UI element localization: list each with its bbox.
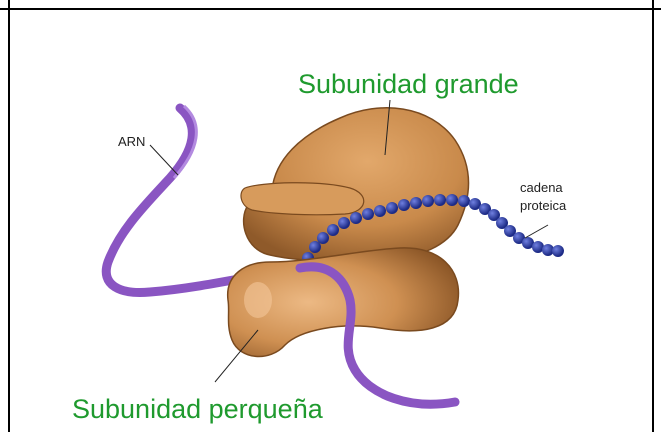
frame-right-border — [652, 0, 654, 432]
protein-chain — [302, 194, 564, 264]
frame-top-border — [0, 8, 661, 10]
protein-label-line2: proteica — [520, 198, 567, 213]
protein-label-line1: cadena — [520, 180, 563, 195]
rna-ribbon-front — [295, 262, 460, 409]
small-subunit-leader-line — [214, 329, 259, 383]
large-subunit-shape — [240, 107, 470, 262]
protein-leader-line — [524, 224, 549, 239]
rna-leader-line — [149, 144, 179, 176]
frame-left-border — [8, 0, 10, 432]
large-subunit-leader-line — [384, 99, 391, 156]
large-subunit-label: Subunidad grande — [298, 69, 519, 99]
small-subunit-label: Subunidad perqueña — [72, 394, 324, 424]
rna-ribbon — [101, 103, 305, 298]
small-subunit-shape — [227, 247, 460, 358]
rna-label: ARN — [118, 134, 145, 149]
